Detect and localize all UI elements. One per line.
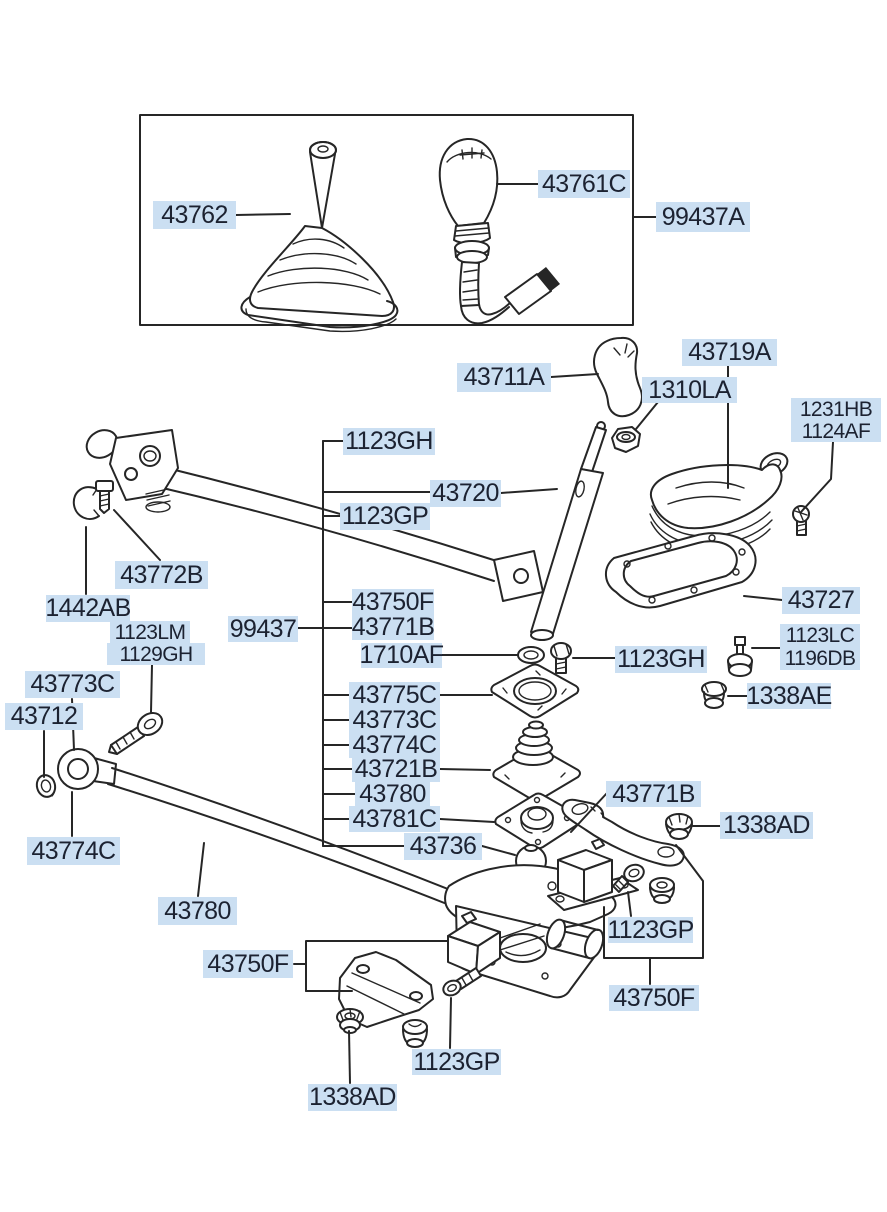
joint-bolt-drawing [95,480,114,514]
part-label-1123gh-ladder[interactable]: 1123GH [343,428,435,455]
part-label-43772b[interactable]: 43772B [115,561,208,589]
part-label-43736[interactable]: 43736 [404,833,482,860]
part-label-1123gp-mount[interactable]: 1123GP [607,915,694,944]
part-label-43721b[interactable]: 43721B [352,756,440,782]
part-label-43750f-bracket-left[interactable]: 43750F [203,950,293,978]
part-label-43771b-ladder[interactable]: 43771B [351,612,435,641]
part-label-43750f-ladder[interactable]: 43750F [352,587,434,616]
shift-knob-drawing [593,336,643,418]
plate-43775c-drawing [490,663,580,719]
clip-1338ad-drawing [665,813,693,840]
grommet-1338ae-drawing [701,681,727,709]
stud-1123lc-drawing [727,636,753,677]
part-label-43711a[interactable]: 43711A [457,363,551,392]
screw-1124af-drawing [792,505,810,536]
part-label-1196db[interactable]: 1196DB [780,647,860,670]
cap-nut-drawing [402,1019,428,1048]
part-label-43720[interactable]: 43720 [430,480,501,507]
part-label-1442ab[interactable]: 1442AB [45,594,131,622]
grommet-43712-drawing [35,774,57,798]
boot-retainer-drawing [605,532,757,609]
part-label-43773c-ladder[interactable]: 43773C [349,707,440,733]
part-label-43774c-rod[interactable]: 43774C [27,837,120,865]
mount-right-drawing [547,838,639,911]
part-label-43712[interactable]: 43712 [5,703,83,730]
part-label-43771b-arm[interactable]: 43771B [606,781,701,807]
bolt-1129gh-drawing [108,712,164,755]
shift-boot-drawing [240,141,399,333]
part-label-1123lc[interactable]: 1123LC [780,624,860,647]
part-label-43762[interactable]: 43762 [153,201,236,229]
part-label-1310la[interactable]: 1310LA [642,377,737,403]
part-label-1123gp-bolt-bottom[interactable]: 1123GP [412,1047,501,1076]
part-label-99437a[interactable]: 99437A [656,202,750,232]
part-label-43719a[interactable]: 43719A [682,339,777,366]
mount-left-drawing [447,911,545,975]
bolt-1123gh-drawing [550,642,572,674]
shift-knob-cable-drawing [438,137,560,325]
lever-arm-43771b-drawing [561,798,685,867]
part-label-1338ad-arm[interactable]: 1338AD [720,812,813,839]
callout-ladder [297,440,431,847]
part-label-1123lm[interactable]: 1123LM [110,621,190,643]
extension-rod-drawing [57,748,459,907]
shift-lever-drawing [493,421,607,641]
part-label-99437[interactable]: 99437 [228,614,298,643]
part-label-43727[interactable]: 43727 [782,587,860,614]
part-label-1123gh-bolt[interactable]: 1123GH [615,646,707,673]
part-label-1710af[interactable]: 1710AF [359,641,444,669]
part-label-43780-ladder[interactable]: 43780 [355,781,430,807]
part-label-43780-rod[interactable]: 43780 [158,897,237,925]
part-label-1124af[interactable]: 1124AF [791,420,881,442]
lock-nut-drawing [611,426,641,453]
bolt-1123gp-mid-drawing [612,863,645,893]
nut-mid-drawing [649,877,675,904]
bolt-1123gp-bottom-drawing [442,967,482,997]
part-label-1338ae[interactable]: 1338AE [746,681,832,710]
part-label-43781c[interactable]: 43781C [349,806,440,832]
part-label-43761c[interactable]: 43761C [538,170,630,198]
bracket-43750f-drawing [338,951,434,1028]
part-label-1129gh[interactable]: 1129GH [107,643,205,665]
part-label-1123gp-ladder[interactable]: 1123GP [340,502,430,530]
part-label-1231hb[interactable]: 1231HB [791,398,881,420]
part-label-43775c[interactable]: 43775C [349,682,440,708]
part-label-43774c-ladder[interactable]: 43774C [349,732,440,758]
part-label-43750f-bracket-right[interactable]: 43750F [609,985,699,1011]
part-label-1338ad-bottom[interactable]: 1338AD [308,1083,397,1111]
part-label-43773c-rod[interactable]: 43773C [25,671,120,698]
